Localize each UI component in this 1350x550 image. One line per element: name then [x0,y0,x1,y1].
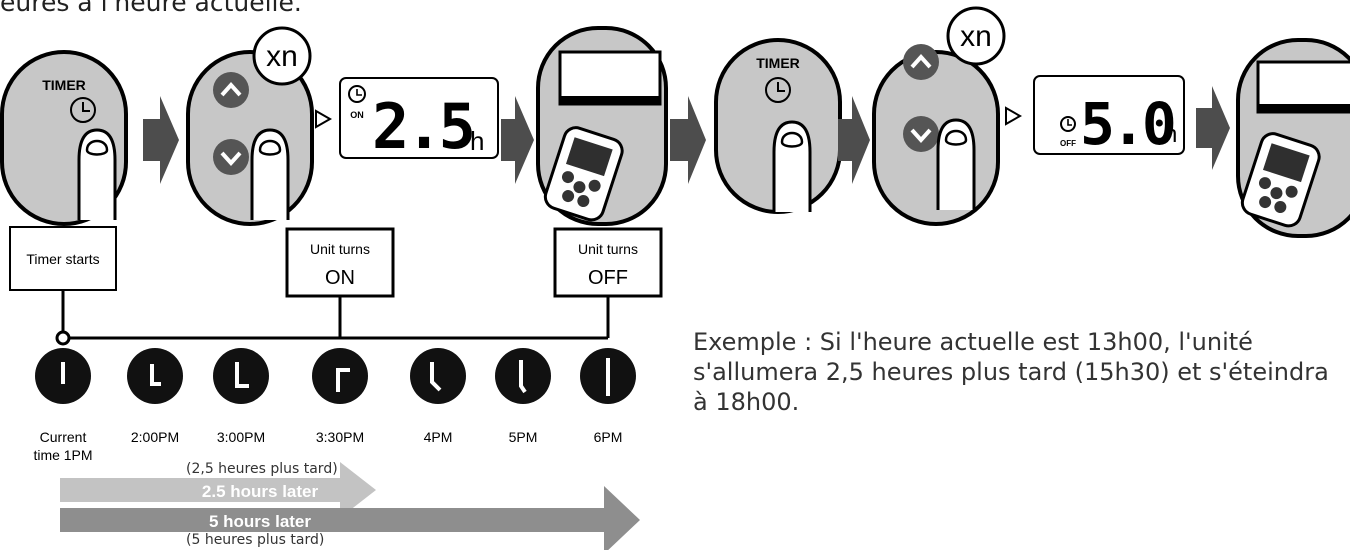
box-state: OFF [588,267,628,289]
timer-label: TIMER [756,55,800,71]
clock-icon [765,77,791,103]
timer-label: TIMER [42,77,86,93]
box-timer-starts: Timer starts [9,226,117,334]
clock-face-icon [410,348,466,404]
adjust-buttons-step-on: xn [186,26,314,226]
clock-face-icon [213,348,269,404]
clock-hand [150,364,161,386]
display-off-unit: h [1164,121,1177,148]
clock-label: Current [40,429,87,445]
repeat-badge-label: xn [266,40,298,73]
display-off-mode: OFF [1060,139,1076,148]
small-arrow-icon [1005,106,1023,126]
clock-label: 3:30PM [316,429,364,445]
box-state: ON [325,267,355,289]
flow-arrow-icon [143,96,179,184]
clock-icon [70,97,96,123]
clock-icon [1060,116,1076,132]
finger-icon [77,128,117,222]
small-arrow-icon [315,109,333,129]
box-label: Unit turns [578,241,638,257]
repeat-badge-label: xn [960,20,992,53]
timer-button-step-off: TIMER [714,38,842,214]
box-unit-on: Unit turns ON [285,227,395,338]
display-on-unit: h [470,126,484,156]
ac-unit-off [1236,38,1350,238]
clock-label: 2:00PM [131,429,179,445]
finger-icon [250,128,290,222]
ac-unit-on [536,26,668,226]
timer-button-step-on: TIMER [0,50,128,226]
finger-icon [936,118,976,212]
box-label: Timer starts [26,251,99,267]
ac-indoor-icon [558,50,662,106]
clock-hand [336,368,350,392]
finger-icon [772,120,812,214]
repeat-badge [946,6,1006,66]
adjust-buttons-step-off: xn [872,6,1006,226]
arrow-long: 5 hours later [60,486,640,550]
clock-row: Current time 1PM 2:00PM 3:00PM 3:30PM 4PM 5PM 6… [33,348,636,463]
clock-hand [519,360,527,394]
box-label: Unit turns [310,241,370,257]
arrow-long-label: 5 hours later [209,512,311,531]
arrow-long-note: (5 heures plus tard) [186,532,325,548]
display-on-mode: ON [350,110,364,120]
flow-arrow-icon [501,96,534,184]
clock-label: 4PM [424,429,453,445]
clock-label: 3:00PM [217,429,265,445]
arrow-short-note: (2,5 heures plus tard) [186,461,338,477]
box-unit-off: Unit turns OFF [553,227,663,338]
arrow-short: 2.5 hours later [60,462,376,518]
clock-label: 6PM [594,429,623,445]
header-text: eures à l'heure actuelle. [0,0,302,17]
display-on-value: 2.5 [372,90,473,163]
display-on: ON 2.5 h [339,77,499,163]
arrow-short-label: 2.5 hours later [202,482,319,501]
example-text: Exemple : Si l'heure actuelle est 13h00,… [693,328,1329,416]
clock-hand [430,362,442,392]
clock-label: 5PM [509,429,538,445]
flow-arrow-icon [670,96,706,184]
flow-arrow-icon [838,96,870,184]
down-arrow-icon [213,139,249,175]
clock-label-line2: time 1PM [33,447,92,463]
repeat-badge [252,26,312,86]
display-off: OFF 5.0 h [1033,75,1185,158]
up-arrow-icon [213,72,249,108]
display-off-value: 5.0 [1080,90,1174,158]
flow-arrow-icon [1196,86,1230,170]
clock-face-icon [127,348,183,404]
up-arrow-icon [903,44,939,80]
timeline-start-dot [55,330,71,346]
down-arrow-icon [903,116,939,152]
clock-hand [235,362,249,388]
clock-icon [348,85,366,103]
